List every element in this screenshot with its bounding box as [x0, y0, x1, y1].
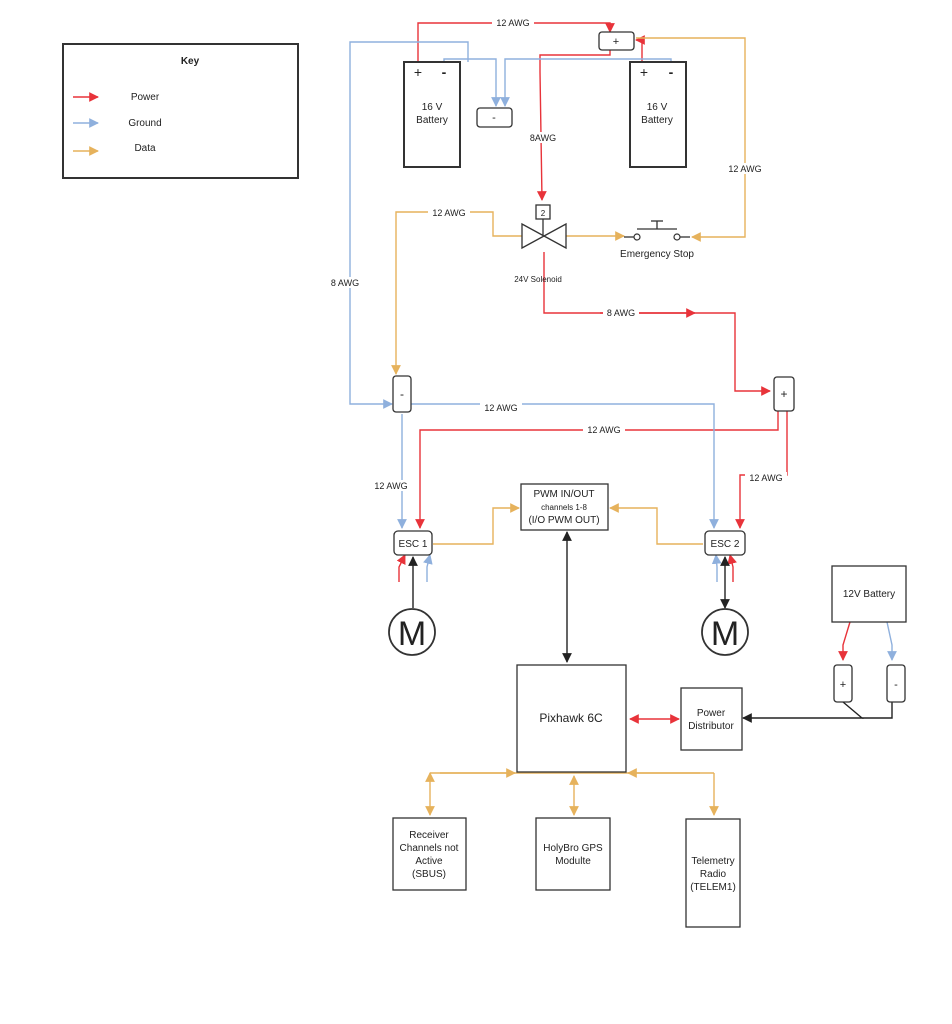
plus-bus: + — [773, 376, 795, 412]
wire-label-left-8awg: 8 AWG — [331, 278, 359, 288]
telemetry-line-3: (TELEM1) — [690, 882, 736, 893]
battery-12v-plus-terminal: + — [833, 664, 853, 703]
motor-left-icon: M — [398, 615, 426, 653]
svg-text:+: + — [613, 36, 619, 48]
solenoid: 2 24V Solenoid — [514, 204, 567, 284]
wire-labels: 12 AWG 8 AWG 8AWG 12 AWG 12 AWG 8 AWG 12… — [327, 17, 787, 491]
svg-text:Pixhawk 6C: Pixhawk 6C — [539, 711, 603, 725]
battery-12v: 12V Battery — [831, 565, 907, 623]
power-wire-plus-to-solenoid — [536, 50, 611, 201]
svg-text:12V Battery: 12V Battery — [843, 589, 895, 600]
data-wire-esc2-pwm — [609, 503, 703, 545]
power-wires — [396, 22, 851, 724]
battery-right-label: Battery — [641, 115, 673, 126]
power-wire-esc2-motor — [727, 554, 737, 582]
esc-1: ESC 1 — [393, 530, 433, 556]
key-power-label: Power — [131, 92, 160, 103]
telemetry-line-1: Telemetry — [691, 856, 734, 867]
solenoid-label: 24V Solenoid — [514, 275, 562, 284]
power-wire-solenoid-to-bus — [543, 252, 771, 396]
data-wire-solenoid-bus — [391, 211, 522, 375]
battery-right-plus: + — [640, 64, 648, 80]
ground-wire-12v-minus — [886, 621, 897, 661]
wire-label-esc2-12awg: 12 AWG — [749, 473, 782, 483]
battery-12v-minus-terminal: - — [886, 664, 906, 703]
ground-wire-esc1-motor — [423, 554, 433, 582]
top-minus-terminal: - — [476, 107, 513, 128]
motor-right: M — [701, 608, 749, 656]
signal-wire-12v-minus-join — [862, 702, 893, 719]
data-wire-right-12awg — [636, 37, 746, 242]
receiver: Receiver Channels not Active (SBUS) — [392, 817, 467, 891]
solenoid-terminal-label: 2 — [541, 209, 546, 218]
svg-text:ESC 2: ESC 2 — [711, 539, 740, 550]
power-wire-bus-to-esc2 — [735, 411, 788, 529]
pwm-line-1: PWM IN/OUT — [533, 489, 594, 500]
signal-wire-12v-distributor — [742, 701, 864, 723]
key-data-label: Data — [134, 143, 156, 154]
wire-label-vertical-8awg: 8AWG — [530, 133, 556, 143]
key-ground-label: Ground — [128, 118, 161, 129]
emergency-stop: Emergency Stop — [620, 220, 694, 260]
power-distributor: Power Distributor — [680, 687, 743, 751]
ground-wire-right-battery-minus — [500, 58, 672, 107]
svg-text:-: - — [492, 112, 496, 124]
receiver-line-4: (SBUS) — [412, 869, 446, 880]
signal-wires — [408, 531, 893, 723]
pixhawk: Pixhawk 6C — [516, 664, 627, 773]
data-wires — [391, 37, 746, 816]
key-legend: Key Power Ground Data — [62, 43, 299, 179]
gps-line-2: Modulte — [555, 856, 591, 867]
receiver-line-1: Receiver — [409, 830, 449, 841]
battery-left-minus: - — [442, 64, 447, 80]
power-wire-12v-plus — [838, 621, 851, 661]
ground-wire-left-battery-minus — [443, 58, 501, 107]
pwm-line-3: (I/O PWM OUT) — [528, 515, 599, 526]
gps-module: HolyBro GPS Modulte — [535, 817, 611, 891]
ground-wire-esc2-motor — [711, 554, 722, 582]
power-distributor-line-2: Distributor — [688, 721, 734, 732]
svg-text:+: + — [780, 387, 787, 401]
svg-text:-: - — [894, 679, 898, 691]
wire-label-ground-12awg: 12 AWG — [484, 403, 517, 413]
minus-bus: - — [392, 375, 412, 413]
svg-text:-: - — [400, 387, 404, 401]
battery-right: + - 16 V Battery — [629, 61, 687, 168]
telemetry-line-2: Radio — [700, 869, 727, 880]
esc-2: ESC 2 — [704, 530, 746, 556]
power-wire-esc1-motor — [396, 554, 406, 582]
top-plus-terminal: + — [598, 31, 635, 51]
wire-label-data-12awg: 12 AWG — [432, 208, 465, 218]
motor-right-icon: M — [711, 615, 739, 653]
wire-label-solenoid-8awg: 8 AWG — [607, 308, 635, 318]
svg-text:ESC 1: ESC 1 — [399, 539, 428, 550]
solenoid-valve-icon — [521, 222, 567, 250]
power-wire-right-battery-plus — [635, 35, 645, 62]
receiver-line-3: Active — [415, 856, 443, 867]
svg-text:+: + — [840, 679, 846, 691]
motor-left: M — [388, 608, 436, 656]
battery-left-voltage: 16 V — [422, 102, 443, 113]
wire-label-top-12awg: 12 AWG — [496, 18, 529, 28]
wire-label-power-12awg: 12 AWG — [587, 425, 620, 435]
pwm-line-2: channels 1-8 — [541, 503, 587, 512]
receiver-line-2: Channels not — [400, 843, 459, 854]
battery-right-voltage: 16 V — [647, 102, 668, 113]
battery-left: + - 16 V Battery — [403, 61, 461, 168]
battery-left-label: Battery — [416, 115, 448, 126]
data-wire-esc1-pwm — [433, 503, 520, 545]
wire-label-esc1-12awg: 12 AWG — [374, 481, 407, 491]
wire-label-right-12awg: 12 AWG — [728, 164, 761, 174]
key-title: Key — [181, 56, 200, 67]
pwm-box: PWM IN/OUT channels 1-8 (I/O PWM OUT) — [520, 483, 609, 531]
telemetry-radio: Telemetry Radio (TELEM1) — [685, 818, 741, 928]
gps-line-1: HolyBro GPS — [543, 843, 603, 854]
emergency-stop-label: Emergency Stop — [620, 249, 694, 260]
battery-left-plus: + — [414, 64, 422, 80]
ground-wire-left-8awg — [349, 41, 469, 409]
battery-right-minus: - — [669, 64, 674, 80]
power-distributor-line-1: Power — [697, 708, 726, 719]
